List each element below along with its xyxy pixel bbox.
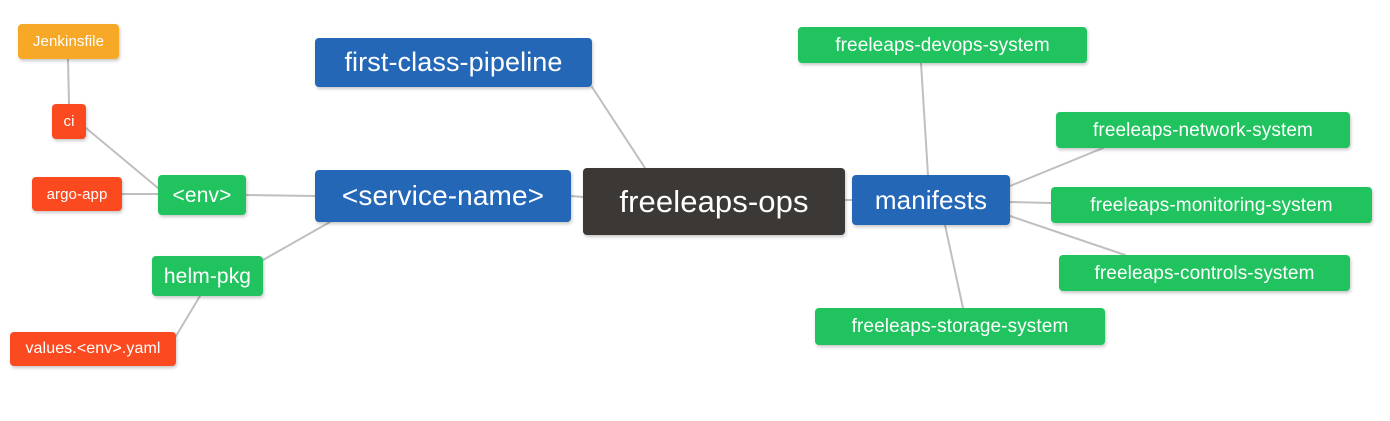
mindmap-node-helm-pkg[interactable]: helm-pkg (152, 256, 263, 296)
mindmap-node-storage-system[interactable]: freeleaps-storage-system (815, 308, 1105, 345)
mindmap-node-monitoring-system[interactable]: freeleaps-monitoring-system (1051, 187, 1372, 223)
mindmap-node-env[interactable]: <env> (158, 175, 246, 215)
mindmap-node-freeleaps-ops[interactable]: freeleaps-ops (583, 168, 845, 235)
mindmap-node-argo-app[interactable]: argo-app (32, 177, 122, 211)
edge-manifests-to-devops-system (920, 62, 929, 176)
edge-service-name-to-freeleaps-ops (570, 195, 584, 198)
edge-jenkinsfile-to-ci (67, 58, 70, 105)
edge-manifests-to-network-system (1009, 147, 1104, 187)
mindmap-node-manifests[interactable]: manifests (852, 175, 1010, 225)
mindmap-node-ci[interactable]: ci (52, 104, 86, 139)
mindmap-node-values-yaml[interactable]: values.<env>.yaml (10, 332, 176, 366)
mindmap-node-network-system[interactable]: freeleaps-network-system (1056, 112, 1350, 148)
edge-values-yaml-to-helm-pkg (175, 295, 201, 337)
edge-manifests-to-monitoring-system (1009, 201, 1052, 204)
edge-first-class-to-freeleaps-ops (591, 86, 646, 169)
edge-manifests-to-storage-system (944, 224, 964, 309)
mindmap-node-controls-system[interactable]: freeleaps-controls-system (1059, 255, 1350, 291)
edge-env-to-service-name (245, 194, 316, 197)
mindmap-node-service-name[interactable]: <service-name> (315, 170, 571, 222)
edge-helm-pkg-to-service-name (262, 221, 331, 261)
mindmap-node-jenkinsfile[interactable]: Jenkinsfile (18, 24, 119, 59)
mindmap-node-first-class[interactable]: first-class-pipeline (315, 38, 592, 87)
mindmap-node-devops-system[interactable]: freeleaps-devops-system (798, 27, 1087, 63)
